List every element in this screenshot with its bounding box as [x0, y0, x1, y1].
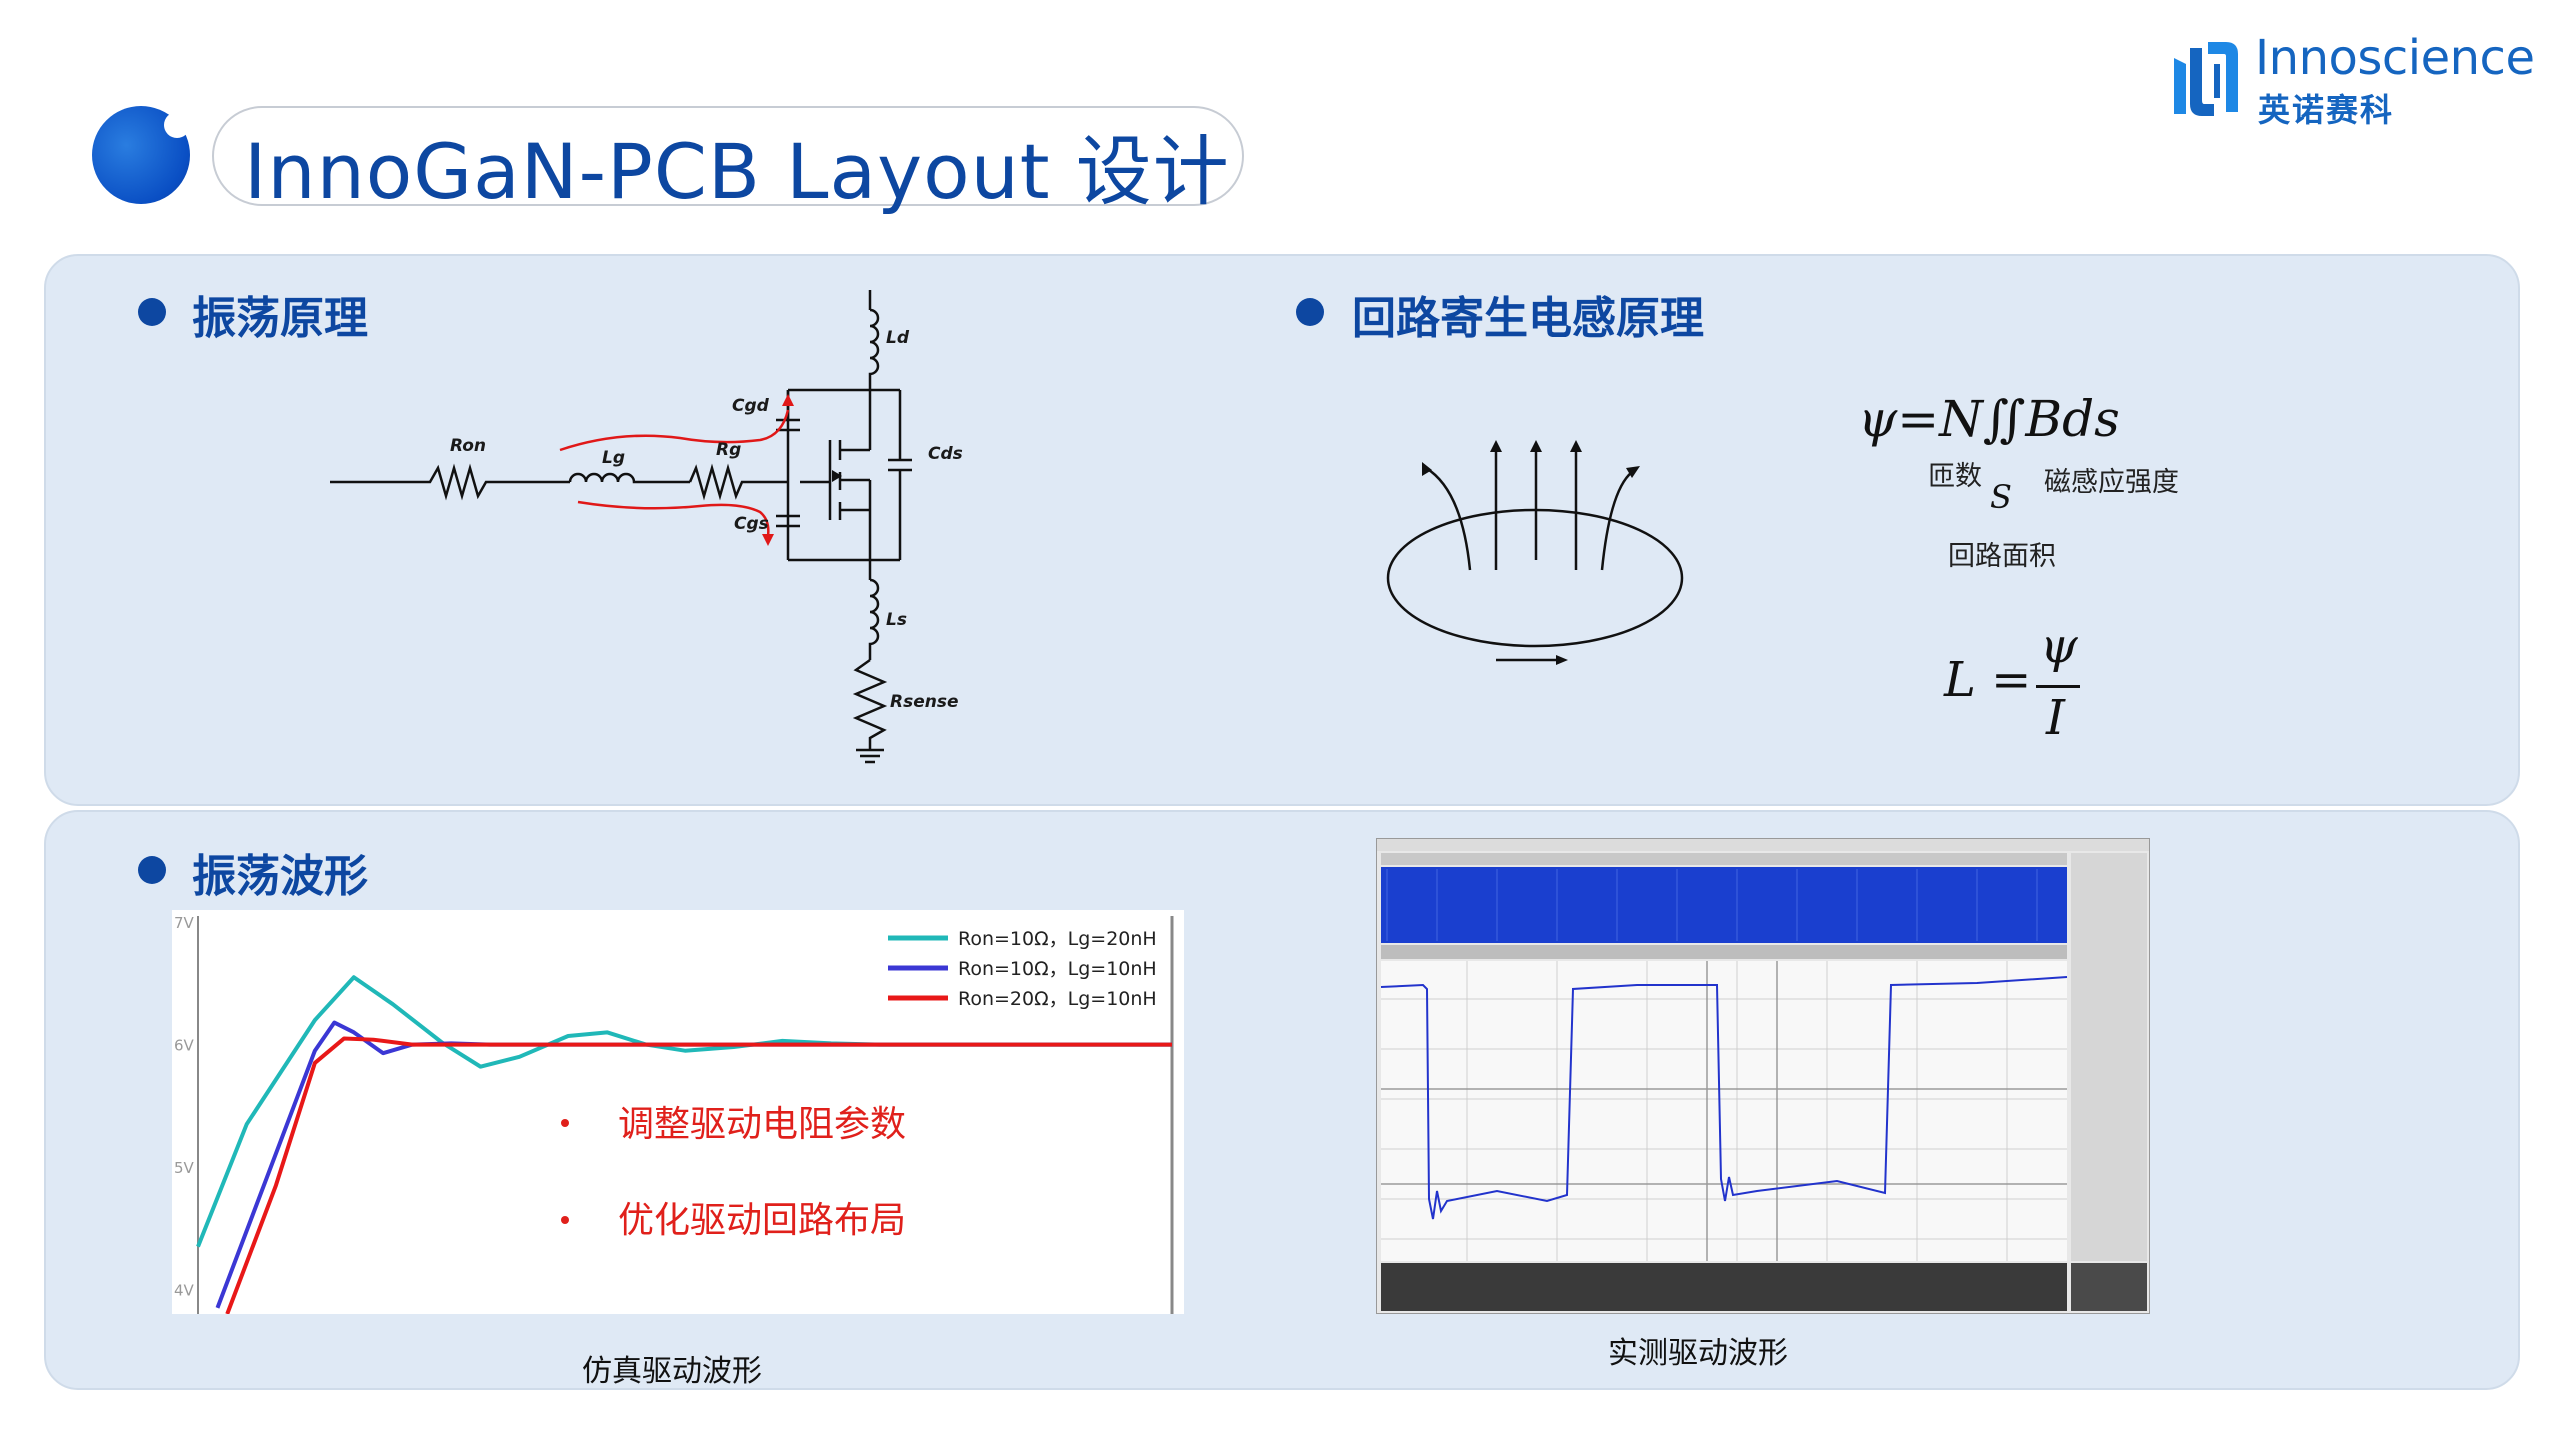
- note-optimize-drive-loop: 优化驱动回路布局: [618, 1200, 906, 1241]
- page-title: InnoGaN-PCB Layout 设计: [244, 127, 1230, 216]
- current-loop-flux-diagram: [1386, 440, 1684, 665]
- label-loop-area: 回路面积: [1948, 541, 2056, 572]
- section-title-parasitic-inductance: 回路寄生电感原理: [1352, 293, 1704, 344]
- principle-panel: [44, 254, 2520, 806]
- note-bullet: [561, 1216, 569, 1224]
- formula-flux: ψ=N∬Bds: [1858, 390, 2120, 448]
- fraction-bar: [2036, 685, 2080, 688]
- section-title-waveform: 振荡波形: [192, 851, 368, 902]
- legend-label-1: Ron=10Ω，Lg=10nH: [958, 958, 1157, 980]
- legend-label-2: Ron=20Ω，Lg=10nH: [958, 988, 1157, 1010]
- label-cgs: Cgs: [734, 514, 769, 534]
- caption-measured: 实测驱动波形: [1608, 1336, 1788, 1371]
- simulation-waveform-chart: 4V 5V 6V 7V Ron=10Ω，Lg=20nH Ron=10Ω，Lg=10nH R…: [172, 910, 1184, 1315]
- y-tick-label: 6V: [174, 1037, 195, 1055]
- oscilloscope-image: [1377, 839, 2149, 1311]
- caption-simulation: 仿真驱动波形: [582, 1354, 762, 1389]
- label-turns: 匝数: [1928, 461, 1982, 492]
- note-bullet: [561, 1119, 569, 1127]
- y-tick-label: 7V: [174, 914, 195, 932]
- section-bullet: [138, 298, 166, 326]
- series-line-2: [225, 1036, 1172, 1315]
- section-bullet: [1296, 298, 1324, 326]
- label-cgd: Cgd: [732, 396, 769, 416]
- y-tick-label: 4V: [174, 1282, 195, 1300]
- y-tick-label: 5V: [174, 1159, 195, 1177]
- label-ld: Ld: [886, 328, 910, 348]
- formula-inductance-numerator: ψ: [2040, 618, 2078, 674]
- title-frame: [212, 106, 1244, 206]
- label-flux-density: 磁感应强度: [2044, 467, 2179, 498]
- section-bullet: [138, 856, 166, 884]
- legend-label-0: Ron=10Ω，Lg=20nH: [958, 928, 1157, 950]
- note-adjust-drive-resistor: 调整驱动电阻参数: [618, 1104, 906, 1145]
- title-logo-dot: [164, 112, 190, 138]
- innoscience-logo-icon: [2174, 42, 2238, 116]
- formula-flux-surface: S: [1990, 478, 2012, 516]
- formula-inductance-lhs: L =: [1944, 652, 2032, 708]
- label-ron: Ron: [450, 436, 487, 456]
- label-ls: Ls: [886, 610, 907, 630]
- label-rsense: Rsense: [890, 692, 959, 712]
- oscilloscope-screenshot: [1376, 838, 2150, 1314]
- series-line-1: [215, 1020, 1172, 1309]
- formula-inductance-denominator: I: [2046, 690, 2065, 746]
- logo-text: Innoscience: [2255, 30, 2535, 86]
- gate-drive-circuit-diagram: [330, 290, 912, 764]
- logo-cn-text: 英诺赛科: [2258, 91, 2395, 129]
- label-cds: Cds: [928, 444, 963, 464]
- label-lg: Lg: [602, 448, 626, 468]
- section-title-oscillation-principle: 振荡原理: [192, 293, 368, 344]
- simulation-chart-svg: 4V 5V 6V 7V Ron=10Ω，Lg=20nH Ron=10Ω，Lg=10nH R…: [174, 914, 1174, 1315]
- label-rg: Rg: [716, 440, 742, 460]
